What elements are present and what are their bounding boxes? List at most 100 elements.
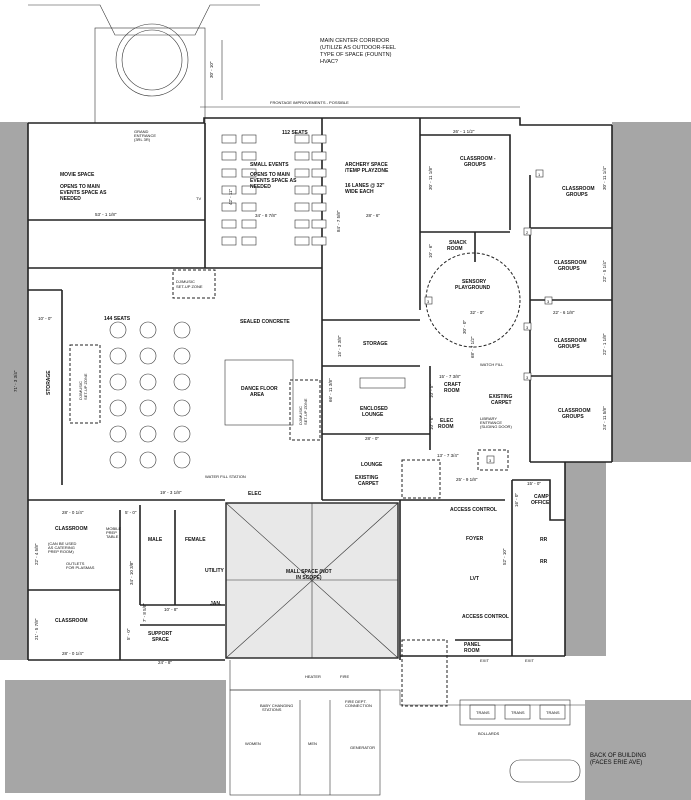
banquet-table	[221, 151, 237, 161]
dim-right5: 24' - 11 5/8"	[602, 406, 607, 430]
top-curb	[28, 4, 260, 36]
round-table	[139, 399, 157, 417]
dim-right1: 30' - 11 1/4"	[602, 166, 607, 190]
elec-label: ELEC	[248, 491, 262, 497]
banquet-table	[294, 185, 310, 195]
banquet-table	[241, 185, 257, 195]
fountain-plaza	[94, 27, 206, 124]
dim-class-v2: 21' - 5 7/8"	[34, 618, 39, 640]
female-label: FEMALE	[185, 537, 206, 543]
banquet-table	[221, 168, 237, 178]
dim-24: 24' - 8"	[158, 660, 172, 665]
access-control-2-label: ACCESS CONTROL	[462, 614, 509, 620]
lounge-label: LOUNGE	[361, 462, 383, 468]
dim-jan: 10' - 8"	[164, 607, 178, 612]
tag-3e: 3	[489, 458, 492, 463]
tag-2: 2	[526, 230, 529, 235]
site-context	[28, 4, 520, 124]
archery-label: ARCHERY SPACE/TEMP PLAYZONE	[345, 162, 389, 174]
banquet-table	[241, 236, 257, 246]
tag-1: 1	[538, 172, 541, 177]
dim-archery-v: 84' - 7 5/8"	[336, 210, 341, 232]
dim-right2: 22' - 5 1/4"	[602, 260, 607, 282]
dim-foyer-v: 52' - 10"	[502, 548, 507, 565]
round-table	[173, 451, 191, 469]
frontage-note: FRONTAGE IMPROVEMENTS - POSSIBLE	[270, 100, 349, 105]
tag-3d: 3	[526, 375, 529, 380]
sealed-concrete-label: SEALED CONCRETE	[240, 319, 290, 325]
round-table	[109, 347, 127, 365]
banquet-table	[294, 134, 310, 144]
trans-3: TRANS	[546, 710, 560, 715]
trans-1: TRANS	[476, 710, 490, 715]
dim-5b: 5' - 0"	[126, 628, 131, 640]
round-table	[173, 347, 191, 365]
banquet-table	[311, 134, 327, 144]
small-events-seats: 112 SEATS	[282, 130, 308, 136]
back-of-building-note: BACK OF BUILDING(FACES ERIE AVE)	[590, 753, 647, 766]
banquet-table	[294, 236, 310, 246]
round-table	[109, 425, 127, 443]
lower-right-adjacent-building	[565, 462, 606, 656]
banquet-table	[221, 219, 237, 229]
bottom-right-adjacent-building	[585, 700, 691, 800]
rr-label-2: RR	[540, 559, 548, 565]
round-table	[109, 399, 127, 417]
trans-2: TRANS	[511, 710, 525, 715]
dimensions: 30' - 10" 53' - 1 1/8" 34' - 8 7/8" 42' …	[13, 61, 607, 665]
classroom-label-2: CLASSROOM	[55, 618, 88, 624]
fountain-outer	[115, 23, 189, 97]
round-table	[173, 373, 191, 391]
round-table	[173, 321, 191, 339]
dim-right3: 22' - 6 1/8"	[553, 310, 575, 315]
dim-craft: 15' - 7 3/8"	[439, 374, 461, 379]
walls	[27, 117, 613, 661]
banquet-table	[311, 236, 327, 246]
banquet-table	[221, 134, 237, 144]
dim-class-v: 30' - 11 1/8"	[428, 166, 433, 190]
round-table	[139, 373, 157, 391]
access-control-top	[401, 459, 441, 499]
men-label: MEN	[308, 741, 317, 746]
camp-office-wall	[512, 479, 565, 521]
dim-rest: 19' - 3 1/8"	[160, 490, 182, 495]
dim-class-v1: 22' - 4 5/8"	[34, 543, 39, 565]
adjacent-buildings	[0, 122, 691, 800]
storage-left-label: STORAGE	[46, 370, 52, 395]
banquet-table	[294, 151, 310, 161]
utility-label: UTILITY	[205, 568, 225, 574]
small-events-tables	[221, 134, 327, 246]
library-zone	[477, 449, 509, 471]
jan-label: JAN.	[210, 601, 222, 607]
dim-small: 34' - 8 7/8"	[255, 213, 277, 218]
dj-zone-right	[289, 379, 321, 441]
dim-main-v: 71' - 3 3/4"	[13, 370, 18, 392]
banquet-table	[221, 236, 237, 246]
banquet-table	[241, 168, 257, 178]
dim-class-top: 26' - 1 1/2"	[453, 129, 475, 134]
right-adjacent-building	[612, 122, 691, 462]
banquet-table	[311, 168, 327, 178]
exit-left-label: EXIT	[480, 658, 489, 663]
fire-label: FIRE	[340, 674, 349, 679]
round-table	[173, 425, 191, 443]
round-table	[109, 373, 127, 391]
round-table	[139, 347, 157, 365]
dim-25: 25' - 9 1/8"	[456, 477, 478, 482]
